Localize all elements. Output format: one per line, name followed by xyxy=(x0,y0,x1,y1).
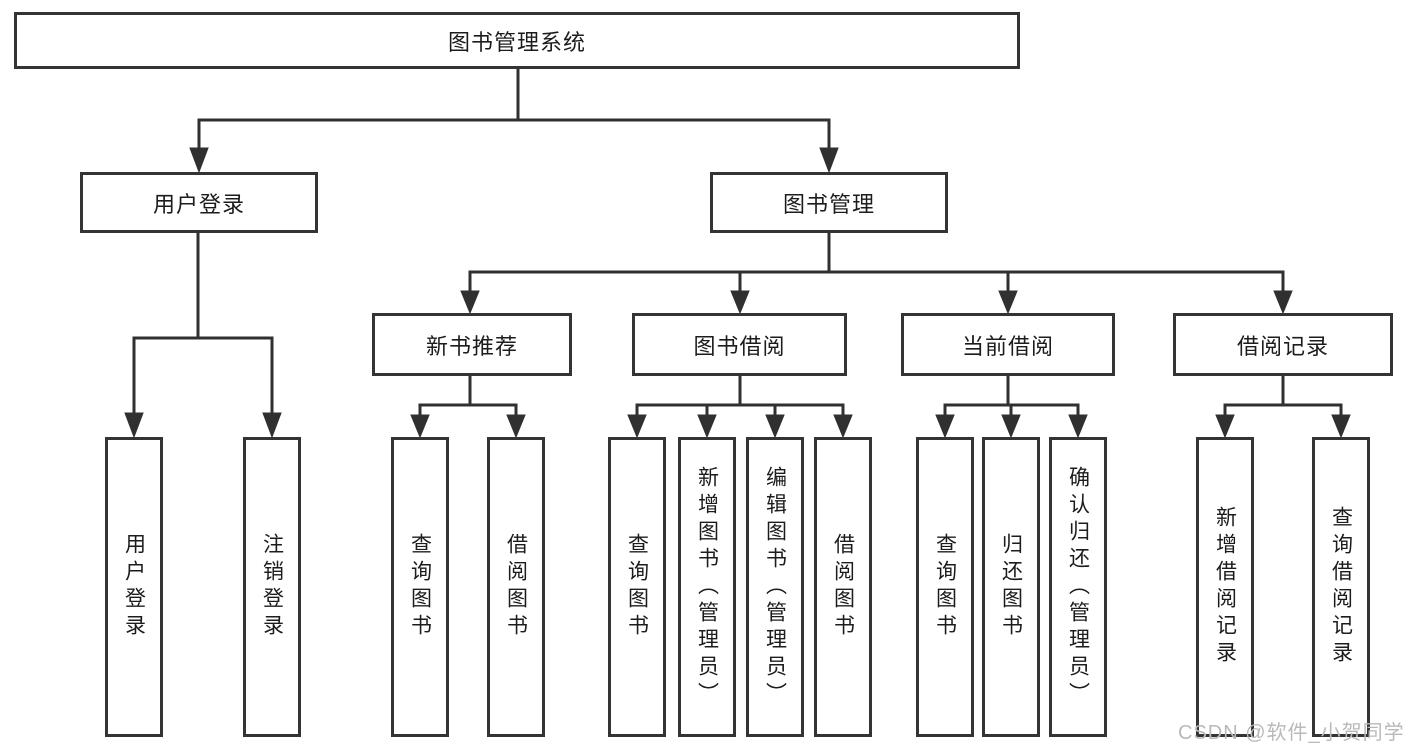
leaf-label: 查询图书 xyxy=(408,533,432,641)
leaf-return-books: 归还图书 xyxy=(982,437,1040,737)
leaf-label: 新增图书（管理员） xyxy=(695,465,719,709)
leaf-confirm-return-admin: 确认归还（管理员） xyxy=(1049,437,1107,737)
node-book-borrowing: 图书借阅 xyxy=(632,313,847,376)
leaf-label: 查询图书 xyxy=(625,533,649,641)
leaf-query-books-newbooks: 查询图书 xyxy=(391,437,449,737)
node-library-system: 图书管理系统 xyxy=(14,12,1020,69)
leaf-label: 用户登录 xyxy=(122,533,146,641)
node-user-login: 用户登录 xyxy=(80,172,318,233)
node-borrowing-records: 借阅记录 xyxy=(1173,313,1393,376)
leaf-label: 归还图书 xyxy=(999,533,1023,641)
leaf-borrow-books-borrow: 借阅图书 xyxy=(814,437,872,737)
leaf-label: 借阅图书 xyxy=(504,533,528,641)
leaf-label: 查询图书 xyxy=(933,533,957,641)
node-current-borrowing: 当前借阅 xyxy=(901,313,1115,376)
leaf-edit-books-admin: 编辑图书（管理员） xyxy=(746,437,804,737)
leaf-query-books-borrow: 查询图书 xyxy=(608,437,666,737)
leaf-label: 新增借阅记录 xyxy=(1213,506,1237,668)
leaf-add-books-admin: 新增图书（管理员） xyxy=(678,437,736,737)
leaf-label: 注销登录 xyxy=(260,533,284,641)
node-new-book-recommend: 新书推荐 xyxy=(372,313,572,376)
leaf-borrow-books-newbooks: 借阅图书 xyxy=(487,437,545,737)
leaf-label: 借阅图书 xyxy=(831,533,855,641)
leaf-label: 查询借阅记录 xyxy=(1329,506,1353,668)
leaf-label: 编辑图书（管理员） xyxy=(763,465,787,709)
leaf-query-borrow-record: 查询借阅记录 xyxy=(1312,437,1370,737)
leaf-user-login: 用户登录 xyxy=(105,437,163,737)
csdn-watermark: CSDN @软件_小贺同学 xyxy=(1178,722,1405,744)
leaf-query-books-current: 查询图书 xyxy=(916,437,974,737)
leaf-add-borrow-record: 新增借阅记录 xyxy=(1196,437,1254,737)
leaf-label: 确认归还（管理员） xyxy=(1066,465,1090,709)
node-book-management: 图书管理 xyxy=(710,172,948,233)
leaf-logout: 注销登录 xyxy=(243,437,301,737)
